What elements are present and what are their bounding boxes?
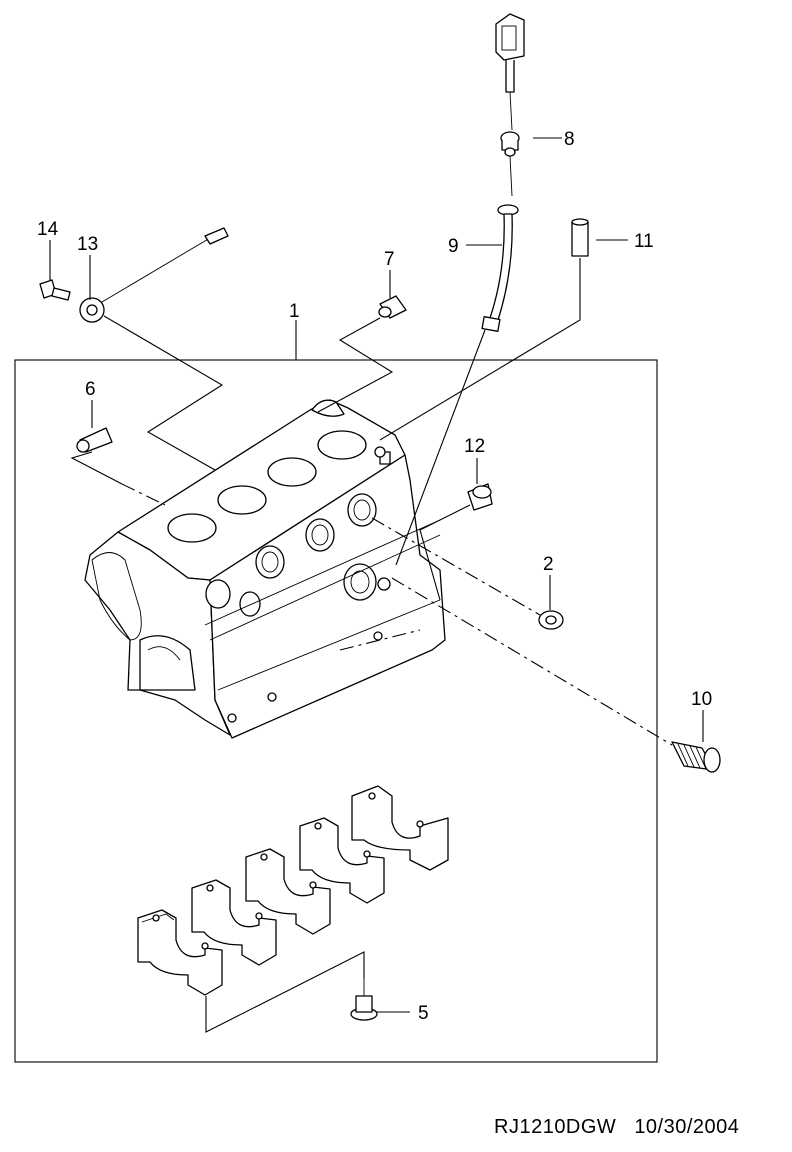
drawing-footer: RJ1210DGW 10/30/2004 [494, 1116, 739, 1139]
callout-6: 6 [85, 379, 96, 400]
knock-sensor [79, 227, 229, 323]
callout-5: 5 [418, 1003, 429, 1024]
bearing-cap-3 [245, 848, 331, 935]
leader-lines [49, 137, 704, 1033]
cylinder-block [84, 399, 446, 739]
drawing-code: RJ1210DGW [494, 1116, 617, 1138]
drawing-date: 10/30/2004 [634, 1116, 740, 1138]
knock-sensor-bolt [39, 279, 71, 301]
callout-13: 13 [77, 234, 98, 255]
washer [538, 610, 564, 630]
callout-12: 12 [464, 436, 485, 457]
callout-9: 9 [448, 236, 459, 257]
oil-gallery-plug [467, 483, 493, 511]
bearing-cap-2 [191, 879, 277, 966]
callout-2: 2 [543, 554, 554, 575]
plug [76, 427, 113, 453]
bushing [378, 295, 407, 319]
dipstick-tube [481, 204, 519, 332]
callout-14: 14 [37, 219, 59, 240]
callout-1: 1 [289, 301, 300, 322]
dipstick [495, 13, 525, 197]
callout-8: 8 [564, 129, 575, 150]
bearing-cap-5 [351, 785, 449, 871]
callout-10: 10 [691, 689, 712, 710]
callout-11: 11 [634, 231, 654, 252]
cap-bolt [350, 978, 378, 1021]
callout-7: 7 [384, 249, 395, 270]
dowel-sleeve [571, 218, 589, 257]
bearing-cap-1 [137, 909, 223, 996]
bearing-cap-4 [299, 817, 385, 904]
assembly-frame [14, 359, 658, 1063]
main-bearing-caps [137, 785, 449, 996]
threaded-stud [671, 741, 721, 773]
